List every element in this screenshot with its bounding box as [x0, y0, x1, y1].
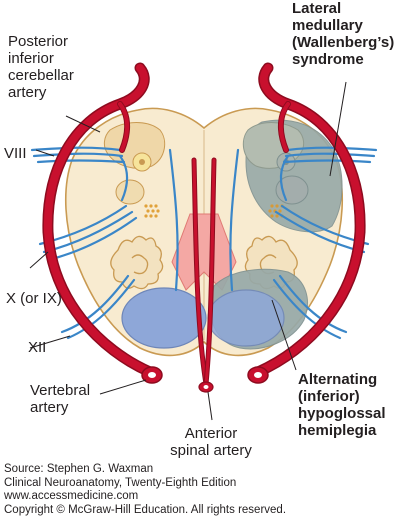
credit-source: Source: Stephen G. Waxman [4, 463, 154, 475]
credits: Source: Stephen G. Waxman Clinical Neuro… [4, 463, 408, 517]
left-nucleus-ambiguus [144, 204, 160, 218]
nerve-roots [30, 146, 378, 340]
right-pyramid [207, 289, 285, 347]
label-anterior-spinal-artery: Anterior spinal artery [170, 425, 252, 459]
label-lateral-medullary-syndrome: Lateral medullary (Wallenberg’s) syndrom… [292, 0, 395, 68]
left-pyramid [121, 287, 207, 349]
label-viii: VIII [4, 145, 27, 162]
label-pica: Posterior inferior cerebellar artery [8, 33, 74, 101]
vertebral-arteries [42, 62, 366, 387]
label-xii: XII [28, 339, 47, 356]
leader-lines [29, 81, 347, 421]
credit-book: Clinical Neuroanatomy, Twenty-Eighth Edi… [4, 476, 237, 489]
left-inferior-olive [110, 235, 164, 290]
left-solitary-nucleus [115, 179, 145, 205]
label-x-or-ix: X (or IX) [6, 290, 62, 307]
credit-url: www.accessmedicine.com [4, 490, 139, 502]
label-alternating-hypoglossal-hemiplegia: Alternating (inferior) hypoglossal hemip… [298, 371, 386, 439]
credit-copyright: Copyright © McGraw-Hill Education. All r… [4, 503, 287, 516]
label-vertebral-artery: Vertebral artery [30, 382, 91, 416]
medulla-diagram [29, 62, 378, 421]
